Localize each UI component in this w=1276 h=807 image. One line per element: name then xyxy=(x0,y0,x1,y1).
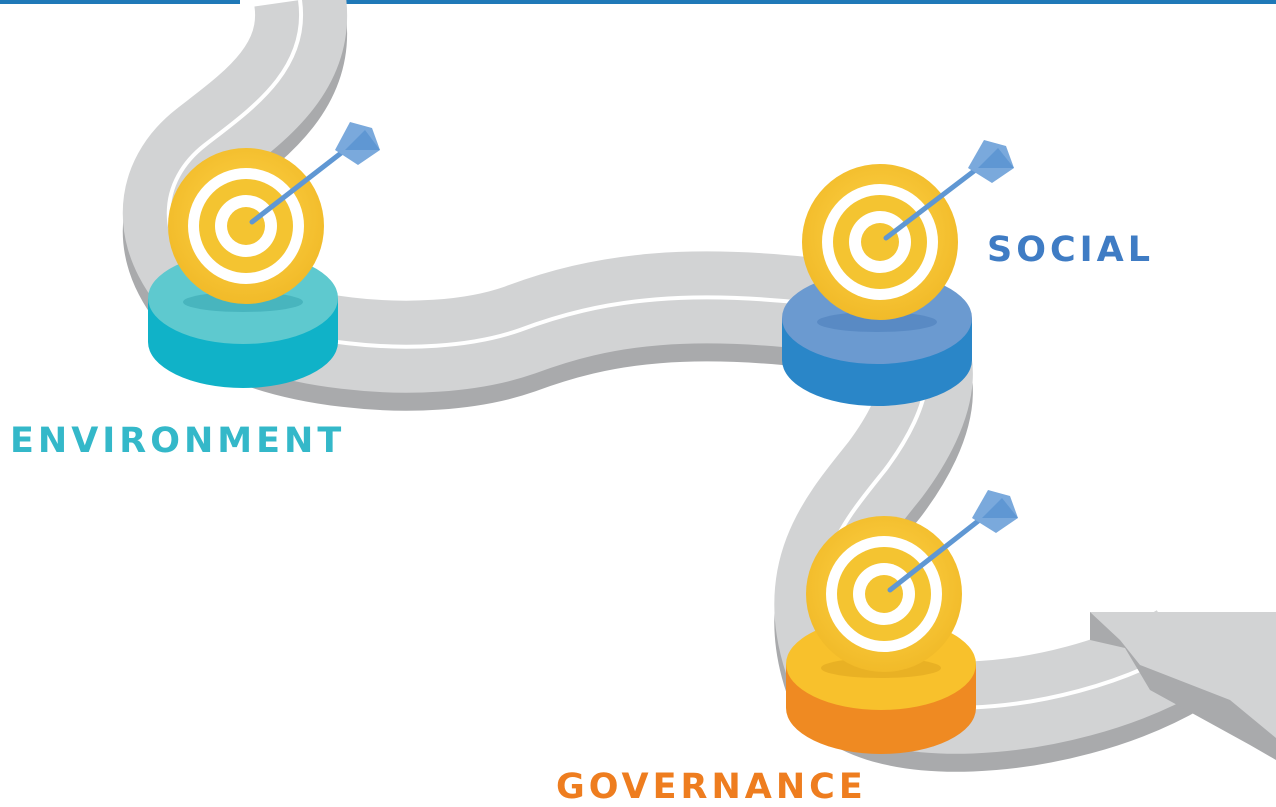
target-icon xyxy=(168,148,324,304)
target-icon xyxy=(806,516,962,672)
governance-label: GOVERNANCE xyxy=(556,767,867,807)
arrow-head-icon xyxy=(1090,612,1276,760)
top-rule-gap xyxy=(240,0,300,4)
top-rule xyxy=(0,0,1276,4)
dart-icon xyxy=(249,122,380,225)
environment-label: ENVIRONMENT xyxy=(10,421,346,461)
environment-marker xyxy=(148,122,380,388)
governance-marker xyxy=(786,490,1018,754)
target-icon xyxy=(802,164,958,320)
dart-icon xyxy=(883,140,1014,241)
dart-icon xyxy=(887,490,1018,593)
social-label: SOCIAL xyxy=(987,230,1155,270)
social-marker xyxy=(782,140,1014,406)
